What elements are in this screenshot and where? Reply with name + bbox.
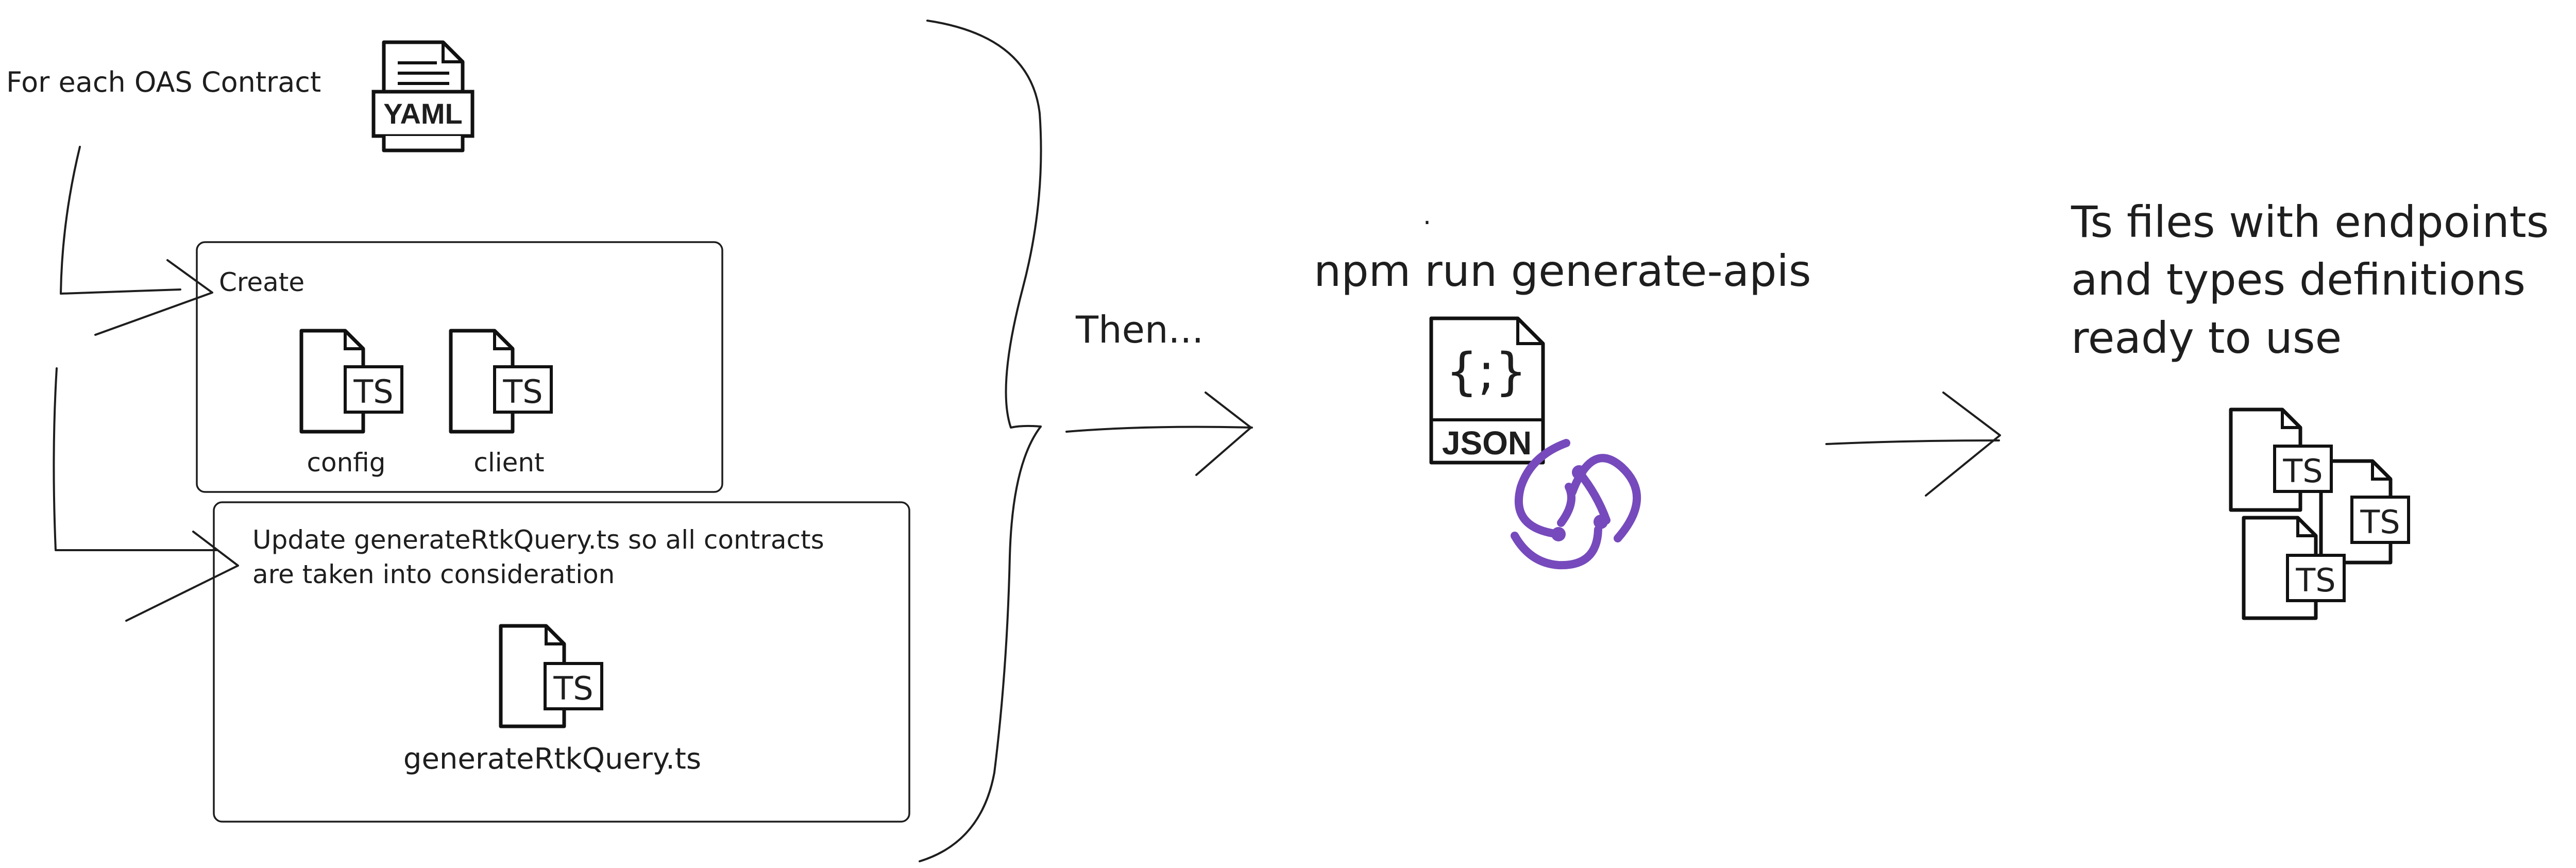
ts-files-stack-icon: TS TS TS xyxy=(2229,407,2410,620)
then-label: Then... xyxy=(1075,308,1204,351)
then-arrow xyxy=(1065,392,1253,476)
result-line-3: ready to use xyxy=(2071,313,2342,363)
oas-contract-label: For each OAS Contract xyxy=(6,66,321,98)
result-line-2: and types definitions xyxy=(2071,254,2526,305)
stack-badge-right: TS xyxy=(2360,503,2400,541)
generate-rtk-query-caption: generateRtkQuery.ts xyxy=(403,742,701,776)
left-connector-arrows xyxy=(53,146,239,622)
stray-dot: . xyxy=(1423,200,1431,230)
config-ts-badge: TS xyxy=(353,373,393,411)
redux-logo-icon xyxy=(1511,439,1641,570)
client-ts-file-icon: TS xyxy=(449,329,553,434)
update-box: Update generateRtkQuery.ts so all contra… xyxy=(213,501,910,823)
grouping-brace xyxy=(919,20,1042,862)
update-box-line1: Update generateRtkQuery.ts so all contra… xyxy=(252,525,824,555)
json-braces: {;} xyxy=(1446,343,1527,401)
json-badge: JSON xyxy=(1442,424,1532,462)
client-ts-badge: TS xyxy=(502,373,543,411)
stack-badge-top: TS xyxy=(2282,452,2323,490)
npm-command-label: npm run generate-apis xyxy=(1314,246,1811,296)
config-ts-file-icon: TS xyxy=(299,329,403,434)
result-line-1: Ts files with endpoints xyxy=(2071,197,2549,247)
stack-badge-bottom: TS xyxy=(2295,561,2335,599)
create-box-title: Create xyxy=(219,267,304,297)
result-arrow xyxy=(1825,392,2001,497)
yaml-badge: YAML xyxy=(383,97,463,130)
generate-rtk-query-ts-file-icon: TS xyxy=(499,624,603,728)
client-caption: client xyxy=(473,448,544,478)
update-box-line2: are taken into consideration xyxy=(252,559,615,589)
json-file-icon: {;} JSON xyxy=(1429,316,1545,465)
generate-rtk-query-ts-badge: TS xyxy=(553,670,593,707)
create-box: Create TS config TS client xyxy=(196,241,723,493)
yaml-file-icon: YAML xyxy=(371,40,474,152)
config-caption: config xyxy=(307,448,385,478)
